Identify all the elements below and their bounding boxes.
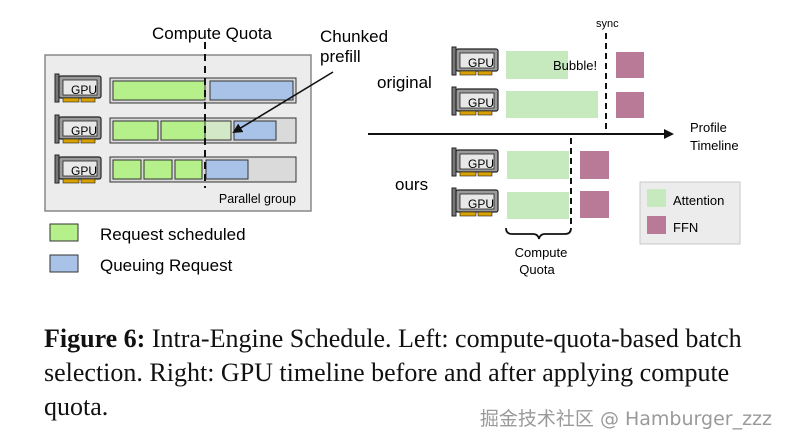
original-row-1: GPU Bubble! [451, 46, 644, 79]
gpu-row-3: GPU [54, 154, 297, 184]
legend-swatch-ffn [647, 216, 666, 234]
ffn-block [616, 52, 644, 78]
queuing-block [205, 159, 249, 180]
gpu-label: GPU [71, 164, 97, 178]
legend-swatch-queuing [49, 254, 79, 273]
legend-label-ffn: FFN [673, 220, 698, 235]
attention-block [507, 151, 569, 179]
scheduled-block [174, 159, 203, 180]
gpu-label: GPU [71, 124, 97, 138]
caption-text: Intra-Engine Schedule. Left: compute-quo… [44, 324, 742, 421]
ffn-block [616, 92, 644, 118]
legend-label-scheduled: Request scheduled [100, 225, 246, 244]
scheduled-block [143, 159, 173, 180]
attention-block [506, 91, 598, 118]
gpu-label: GPU [71, 83, 97, 97]
scheduled-block [112, 80, 206, 101]
legend-label-attention: Attention [673, 193, 724, 208]
queuing-block [209, 80, 294, 101]
ffn-block [580, 191, 609, 218]
bubble-label: Bubble! [553, 58, 597, 73]
parallel-group-label: Parallel group [219, 192, 296, 206]
scheduled-block [112, 159, 142, 180]
caption-bold: Figure 6: [44, 324, 146, 353]
watermark: 掘金技术社区 @ Hamburger_zzz [479, 408, 772, 430]
scheduled-block [112, 120, 159, 141]
gpu-row-1: GPU [54, 73, 297, 104]
sync-label: sync [596, 18, 619, 30]
legend-swatch-attention [647, 189, 666, 207]
gpu-label: GPU [468, 96, 494, 110]
chunked-prefill-arrow [232, 71, 334, 134]
ours-row-2: GPU [451, 187, 609, 219]
scheduled-block [160, 120, 206, 141]
legend-label-queuing: Queuing Request [100, 256, 233, 275]
right-legend: Attention FFN [639, 181, 741, 245]
original-label: original [377, 73, 432, 92]
compute-quota-label: Compute Quota [152, 24, 273, 43]
chunked-prefill-block [204, 120, 232, 141]
legend-swatch-scheduled [49, 223, 79, 242]
gpu-label: GPU [468, 157, 494, 171]
attention-block [506, 51, 568, 79]
ours-row-1: GPU [451, 147, 609, 179]
gpu-label: GPU [468, 56, 494, 70]
gpu-label: GPU [468, 197, 494, 211]
queuing-block [233, 120, 277, 141]
attention-block [507, 192, 569, 219]
original-row-2: GPU [451, 86, 644, 118]
compute-quota-bracket [505, 227, 572, 240]
ours-label: ours [395, 175, 428, 194]
ffn-block [580, 151, 609, 179]
left-legend: Request scheduled Queuing Request [49, 223, 246, 275]
figure-caption: Figure 6: Intra-Engine Schedule. Left: c… [44, 322, 774, 424]
gpu-row-2: GPU [54, 114, 297, 144]
